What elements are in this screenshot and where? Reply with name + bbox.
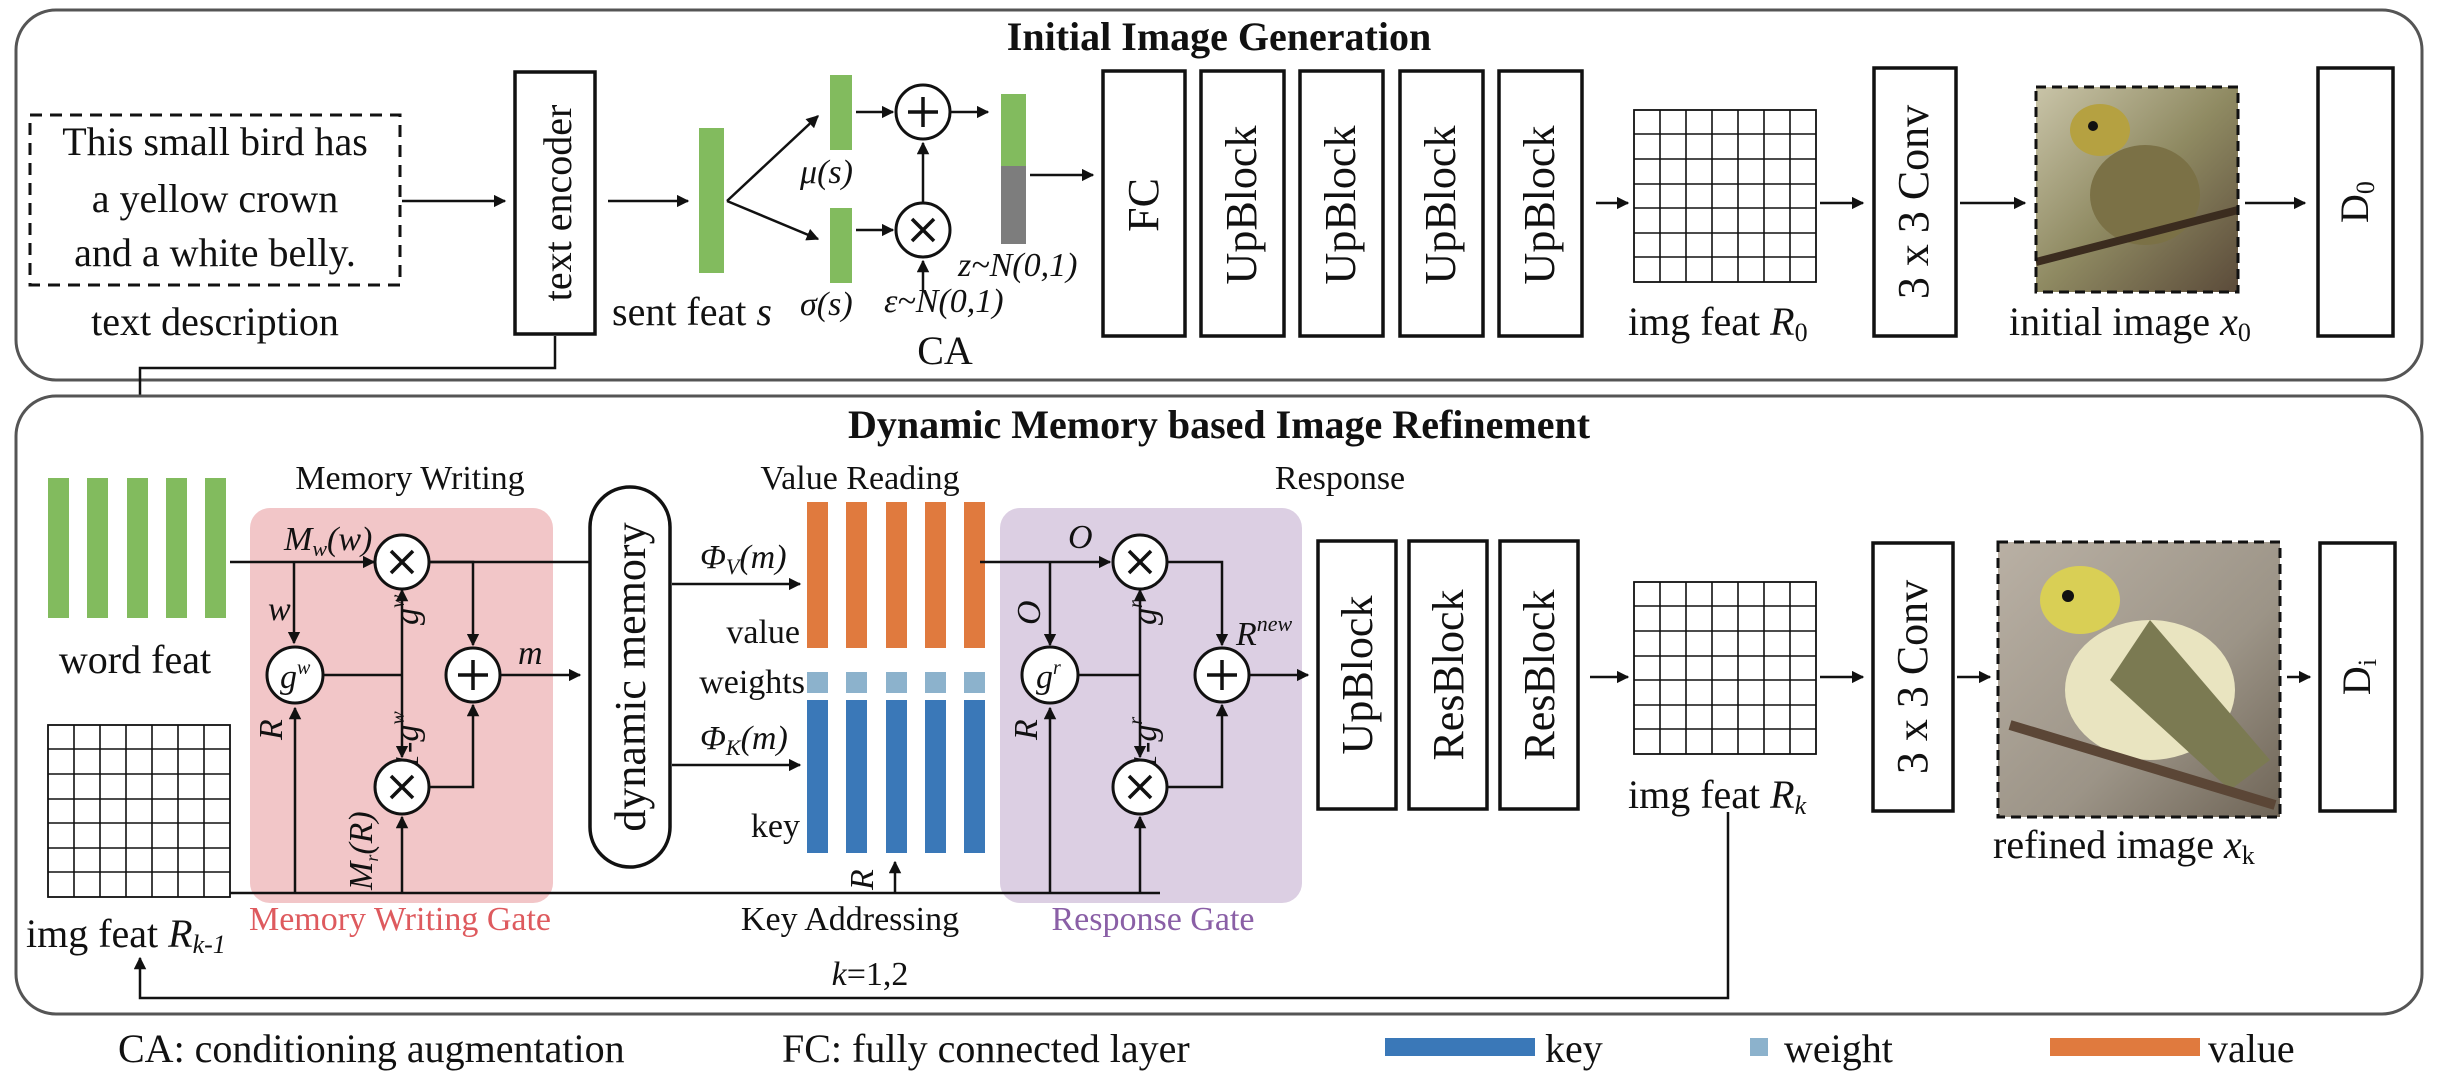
mu-label: μ(s) xyxy=(799,154,853,191)
k-range-label: k=1,2 xyxy=(832,956,909,993)
epsilon-label: ε~N(0,1) xyxy=(884,283,1004,320)
upblock-1-label: UpBlock xyxy=(1217,126,1266,285)
refine-upblock-label: UpBlock xyxy=(1333,596,1382,755)
text-encoder-box xyxy=(513,70,597,336)
rnew-label: Rnew xyxy=(1235,611,1293,653)
legend-key-swatch xyxy=(1385,1038,1535,1056)
img-feat-rk-grid xyxy=(1633,581,1817,755)
text-encoder-label: text encoder xyxy=(535,105,580,302)
refined-image xyxy=(1996,540,2282,819)
gr-label: gr xyxy=(1036,657,1061,696)
fc-label: FC xyxy=(1119,178,1168,232)
upblock-4-label: UpBlock xyxy=(1515,126,1564,285)
r-label-gw: R xyxy=(253,719,290,741)
panel-title-refinement: Dynamic Memory based Image Refinement xyxy=(848,402,1591,447)
sent-feat-label: sent feat s xyxy=(612,289,772,334)
resblock-2-label: ResBlock xyxy=(1515,589,1564,760)
img-feat-rk1-label: img feat Rk-1 xyxy=(26,911,226,959)
ca-label: CA xyxy=(917,328,973,373)
footer-ca-definition: CA: conditioning augmentation xyxy=(118,1026,625,1071)
mw-label: Mw(w) xyxy=(283,521,372,561)
legend-weight-label: weight xyxy=(1784,1026,1893,1071)
o-label-top: O xyxy=(1068,519,1093,556)
phi-v-label: ΦV(m) xyxy=(700,539,787,579)
conv-box-bottom xyxy=(1871,541,1955,813)
mr-label: Mr(R) xyxy=(343,811,382,891)
initial-image-label: initial image x0 xyxy=(2009,299,2251,347)
word-feat-label: word feat xyxy=(59,637,211,682)
text-description-box xyxy=(28,113,402,287)
w-label: w xyxy=(268,591,291,628)
text-description-caption: text description xyxy=(91,299,339,344)
legend-value-swatch xyxy=(2050,1038,2200,1056)
discriminator-di xyxy=(2318,541,2397,813)
dynamic-memory-box xyxy=(588,485,672,869)
key-label: key xyxy=(751,808,800,845)
fc-box xyxy=(1101,69,1187,338)
legend-key-label: key xyxy=(1545,1026,1603,1071)
response-gate-label: Response Gate xyxy=(1051,901,1254,938)
z-label: z~N(0,1) xyxy=(957,247,1077,284)
response-gate-region xyxy=(1000,508,1302,903)
key-addressing-label: Key Addressing xyxy=(741,901,959,938)
text-line-3: and a white belly. xyxy=(74,230,356,275)
conv-box-top xyxy=(1872,66,1958,338)
resblock-1 xyxy=(1407,539,1489,811)
response-title: Response xyxy=(1275,460,1405,497)
value-bars xyxy=(807,502,985,648)
gw-label: gw xyxy=(280,657,311,696)
dynamic-memory-label: dynamic memory xyxy=(606,522,655,831)
value-label: value xyxy=(726,614,800,651)
discriminator-d0 xyxy=(2316,66,2395,338)
d0-label: D0 xyxy=(2332,181,2380,223)
weights-label: weights xyxy=(699,664,805,701)
gr-gate-label: gr xyxy=(1125,600,1164,625)
panel-title-initial: Initial Image Generation xyxy=(1007,14,1431,59)
resblock-1-label: ResBlock xyxy=(1424,589,1473,760)
img-feat-rk1-grid xyxy=(47,724,231,898)
phi-k-label: ΦK(m) xyxy=(700,720,788,760)
legend-weight-swatch xyxy=(1750,1038,1768,1056)
conv-label-bottom: 3 x 3 Conv xyxy=(1888,580,1937,774)
upblock-3-label: UpBlock xyxy=(1416,126,1465,285)
value-reading-title: Value Reading xyxy=(760,460,959,497)
sigma-bar xyxy=(830,208,852,283)
upblock-4 xyxy=(1497,69,1584,338)
key-bars xyxy=(807,700,985,853)
initial-image xyxy=(2034,85,2240,294)
mu-bar xyxy=(830,75,852,150)
concat-noise-bar xyxy=(1001,166,1026,244)
sigma-label: σ(s) xyxy=(800,286,853,323)
word-feature-bars xyxy=(48,478,226,618)
upblock-2-label: UpBlock xyxy=(1316,126,1365,285)
footer-fc-definition: FC: fully connected layer xyxy=(782,1026,1190,1071)
one-minus-gw-label: 1-gw xyxy=(387,711,426,770)
refined-image-label: refined image xk xyxy=(1993,822,2255,870)
resblock-2 xyxy=(1498,539,1580,811)
sentence-feature-bar xyxy=(699,128,724,273)
o-label-side: O xyxy=(1011,600,1048,625)
conv-label-top: 3 x 3 Conv xyxy=(1889,105,1938,299)
r-label-gr: R xyxy=(1008,719,1045,741)
r-label-key: R xyxy=(844,869,881,891)
concat-condition-bar xyxy=(1001,94,1026,166)
gw-gate-label: gw xyxy=(387,594,426,625)
upblock-1 xyxy=(1199,69,1286,338)
text-line-1: This small bird has xyxy=(62,119,368,164)
weight-squares xyxy=(807,672,985,693)
upblock-3 xyxy=(1398,69,1485,338)
img-feat-rk-label: img feat Rk xyxy=(1628,772,1807,820)
legend-value-label: value xyxy=(2208,1026,2295,1071)
refine-upblock xyxy=(1316,539,1398,811)
memory-writing-gate-label: Memory Writing Gate xyxy=(249,901,551,938)
memory-writing-title: Memory Writing xyxy=(295,460,524,497)
img-feat-r0-label: img feat R0 xyxy=(1628,299,1808,347)
m-label: m xyxy=(518,635,543,672)
img-feat-r0-grid xyxy=(1633,109,1817,283)
text-line-2: a yellow crown xyxy=(92,176,339,221)
upblock-2 xyxy=(1298,69,1385,338)
di-label: Di xyxy=(2334,659,2382,695)
